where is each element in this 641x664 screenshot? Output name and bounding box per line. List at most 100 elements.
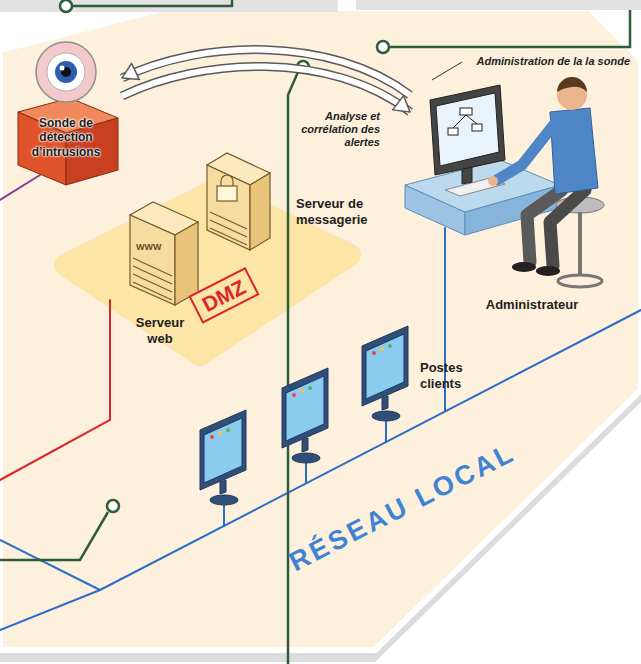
admin-monitor [472, 124, 482, 131]
node-text: Administrateur [472, 297, 592, 313]
admin-desk [405, 160, 560, 235]
platform [0, 8, 641, 662]
admin-person [578, 212, 582, 276]
probe-eye [36, 42, 96, 102]
network-wire [0, 590, 100, 630]
edge-label-box: Administration de la la sonde [430, 55, 630, 68]
admin-person [488, 176, 498, 186]
client-monitor [382, 396, 388, 410]
network-wire [0, 175, 641, 630]
callout-leader [60, 0, 72, 12]
admin-monitor [448, 128, 458, 135]
arrow-band-outline [122, 66, 410, 112]
client-monitor [366, 334, 404, 399]
client-monitor [372, 351, 376, 355]
server-tag: WWW [136, 243, 161, 252]
client-monitor [282, 368, 328, 448]
arrow-band [122, 66, 410, 112]
mail-server-icon [207, 153, 270, 250]
edge-label: Administration de la la sonde [430, 55, 630, 68]
admin-person [497, 122, 556, 180]
callout-bar [356, 0, 641, 10]
client-monitor [200, 410, 246, 490]
arrow-head [122, 63, 139, 79]
probe-node: Sonde de détection d’intrusions [10, 30, 122, 185]
network-wire [223, 505, 225, 526]
web-server-icon [133, 282, 172, 300]
server-tag-box: WWW [136, 236, 161, 254]
web-server-icon [133, 266, 172, 284]
mail-server-icon [210, 220, 247, 237]
admin-node: Administrateur [410, 60, 630, 325]
node-text: DMZ [188, 267, 259, 323]
admin-person [558, 275, 602, 287]
mail-server-icon [210, 212, 247, 229]
admin-monitor [466, 115, 477, 124]
client-monitor [220, 480, 226, 494]
network-wire [100, 310, 641, 590]
mail-server-icon [221, 175, 233, 186]
callout-leader [389, 10, 630, 47]
admin-monitor [430, 85, 505, 175]
client-monitor [292, 453, 320, 463]
node-text: Serveur de messagerie [296, 196, 388, 227]
web-server-icon [130, 202, 198, 305]
web-server-icon [130, 215, 175, 305]
client-monitor [380, 347, 384, 351]
callout-bar [0, 0, 338, 12]
client-monitor [388, 344, 392, 348]
client-monitor [300, 389, 304, 393]
client-monitor [286, 376, 324, 441]
client-monitor [226, 428, 230, 432]
client-monitor [210, 435, 214, 439]
admin-person [512, 262, 536, 272]
network-name-box: RÉSEAU LOCAL [278, 493, 527, 523]
callout-leader [72, 0, 232, 6]
network-wire [0, 300, 110, 480]
admin-monitor [436, 93, 499, 166]
server-node: Serveur de messagerie [200, 145, 392, 245]
admin-person [557, 77, 587, 92]
leader-line [432, 62, 462, 80]
callout-bar [0, 0, 641, 12]
mail-server-icon [250, 173, 270, 250]
node-text: Postes clients [420, 360, 482, 391]
arrow-head [393, 96, 410, 112]
platform [0, 8, 641, 650]
admin-monitor [460, 108, 472, 115]
network-wire [0, 175, 40, 200]
client-monitor [302, 438, 308, 452]
client-monitor [372, 411, 400, 421]
client-monitor [210, 495, 238, 505]
web-server-icon [133, 274, 172, 292]
admin-person [527, 190, 562, 262]
client-monitor [308, 386, 312, 390]
mail-server-icon [207, 165, 250, 250]
mail-server-icon [210, 228, 247, 245]
admin-monitor [453, 115, 466, 128]
callout-leader [107, 500, 119, 512]
admin-person [536, 266, 560, 276]
client-monitor [200, 326, 408, 505]
network-wire [385, 421, 387, 442]
client-monitor [204, 418, 242, 483]
web-server-icon [133, 258, 172, 276]
callout-leader [0, 512, 108, 560]
edge-label-box: Analyse et corrélation des alertes [300, 110, 380, 150]
network-wire [0, 540, 100, 590]
probe-eye [60, 66, 65, 71]
network-wire [305, 463, 307, 483]
client-monitor [292, 393, 296, 397]
edge-label: Analyse et corrélation des alertes [300, 110, 380, 150]
arrow-band-fill [122, 66, 410, 112]
client-monitor [218, 431, 222, 435]
probe-eye [47, 53, 85, 91]
admin-monitor [430, 85, 505, 184]
node-text: Serveur web [130, 315, 190, 346]
client-monitor [362, 326, 408, 406]
leader-line [432, 62, 462, 80]
callout-leader [377, 41, 389, 53]
probe-eye [36, 42, 96, 102]
